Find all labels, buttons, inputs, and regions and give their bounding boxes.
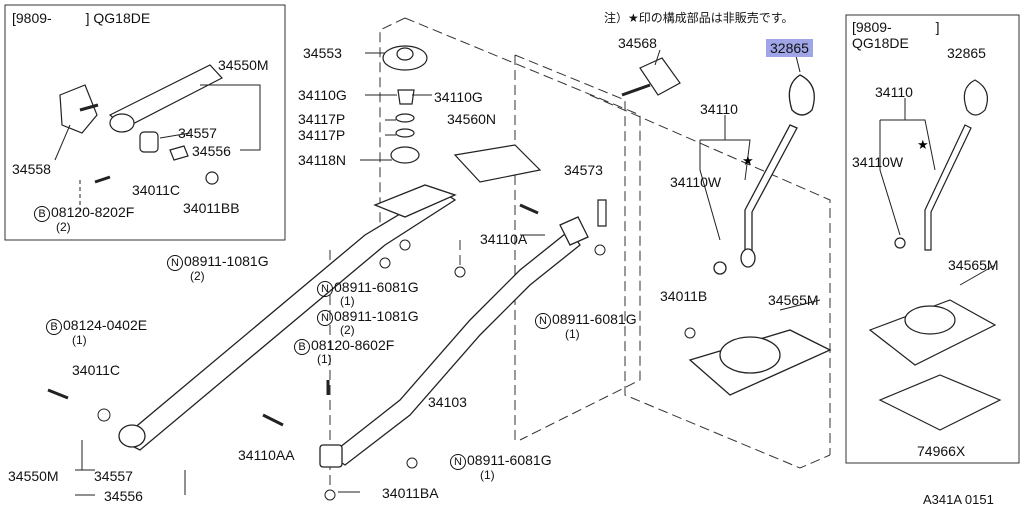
part-label[interactable]: 34011C bbox=[72, 362, 121, 378]
nut-prefix: N bbox=[317, 310, 333, 326]
fastener-code: 08911-6081G bbox=[552, 311, 637, 327]
part-label[interactable]: 34573 bbox=[564, 162, 603, 178]
part-label[interactable]: 34110A bbox=[480, 231, 528, 247]
nut-prefix: N bbox=[167, 255, 183, 271]
fastener-qty: (1) bbox=[317, 352, 332, 366]
part-label[interactable]: 34565M bbox=[768, 292, 819, 308]
part-label[interactable]: 34011B bbox=[660, 288, 708, 304]
note-text: 注）★印の構成部品は非販売です。 bbox=[604, 11, 794, 25]
bolt-prefix: B bbox=[46, 319, 62, 335]
part-label[interactable]: 34553 bbox=[303, 45, 342, 61]
part-label[interactable]: 34110G bbox=[434, 89, 483, 105]
bushing-stack bbox=[382, 45, 681, 227]
figure-code: A341A 0151 bbox=[923, 492, 994, 507]
inset-lever bbox=[868, 79, 1002, 431]
nut-prefix: N bbox=[317, 281, 333, 297]
part-label-highlighted[interactable]: 32865 bbox=[766, 39, 813, 57]
part-label[interactable]: 34560N bbox=[447, 111, 497, 127]
fastener-qty: (1) bbox=[480, 468, 495, 482]
part-label[interactable]: 34568 bbox=[618, 35, 657, 51]
fastener-code: 08911-6081G bbox=[334, 279, 419, 295]
fastener-qty: (1) bbox=[565, 327, 580, 341]
part-label[interactable]: 34011BA bbox=[382, 485, 439, 501]
part-label[interactable]: 34110 bbox=[700, 101, 738, 117]
fastener-code: 08120-8602F bbox=[311, 337, 395, 353]
fastener-code: 08124-0402E bbox=[63, 317, 148, 333]
part-label[interactable]: 34556 bbox=[192, 143, 231, 159]
part-label[interactable]: 34118N bbox=[298, 152, 347, 168]
dashed-guides bbox=[329, 17, 831, 500]
part-label[interactable]: 34557 bbox=[178, 125, 217, 141]
part-label[interactable]: 34110W bbox=[852, 154, 904, 170]
right-inset-model: QG18DE bbox=[852, 35, 909, 51]
part-label[interactable]: 34550M bbox=[8, 468, 59, 484]
fastener-qty: (1) bbox=[72, 333, 87, 347]
right-inset-frame bbox=[845, 14, 1020, 464]
leader-lines bbox=[54, 49, 996, 496]
fastener-qty: (2) bbox=[340, 323, 355, 337]
part-label[interactable]: 34557 bbox=[94, 468, 133, 484]
part-label[interactable]: 32865 bbox=[947, 45, 986, 61]
fastener-code: 08911-1081G bbox=[334, 308, 419, 324]
part-label[interactable]: 74966X bbox=[917, 443, 966, 459]
part-label[interactable]: 34011C bbox=[132, 182, 181, 198]
shift-lever bbox=[688, 74, 832, 396]
part-label[interactable]: 34110AA bbox=[238, 447, 295, 463]
left-inset-model: QG18DE bbox=[93, 10, 151, 26]
shift-rods bbox=[118, 184, 589, 468]
part-label[interactable]: 34117P bbox=[298, 127, 346, 143]
left-inset-date: [9809- bbox=[12, 10, 52, 26]
part-label[interactable]: 34558 bbox=[12, 161, 51, 177]
part-label[interactable]: 34117P bbox=[298, 111, 346, 127]
right-inset-close: ] bbox=[935, 19, 940, 35]
left-inset-close: ] bbox=[85, 10, 90, 26]
part-label[interactable]: 34110W bbox=[670, 174, 722, 190]
part-label[interactable]: 34103 bbox=[428, 394, 467, 410]
part-label[interactable]: 34565M bbox=[948, 257, 999, 273]
part-label[interactable]: 34550M bbox=[218, 57, 269, 73]
part-label[interactable]: 34011BB bbox=[183, 200, 240, 216]
fastener-qty: (1) bbox=[340, 294, 355, 308]
fastener-code: 08911-6081G bbox=[467, 452, 552, 468]
bolt-code: 08120-8202F bbox=[51, 204, 135, 220]
right-inset-date: [9809- bbox=[852, 19, 892, 35]
bolt-qty: (2) bbox=[56, 220, 71, 234]
star-marker-inset: ★ bbox=[917, 138, 929, 153]
nut-prefix: N bbox=[535, 313, 551, 329]
left-inset-frame bbox=[4, 4, 286, 241]
part-label[interactable]: 34556 bbox=[104, 488, 143, 504]
star-marker-main: ★ bbox=[742, 154, 754, 169]
bolt-prefix: B bbox=[294, 339, 310, 355]
right-inset-header: [9809- ] bbox=[852, 20, 939, 34]
fastener-qty: (2) bbox=[190, 269, 205, 283]
fastener-code: 08911-1081G bbox=[184, 253, 269, 269]
inset-rod bbox=[59, 64, 223, 185]
part-label[interactable]: 34110G bbox=[298, 87, 347, 103]
nut-prefix: N bbox=[450, 454, 466, 470]
fasteners bbox=[47, 83, 696, 501]
bolt-prefix: B bbox=[34, 206, 50, 222]
left-inset-header: [9809- ] QG18DE bbox=[12, 11, 150, 25]
part-label[interactable]: 34110 bbox=[875, 84, 913, 100]
